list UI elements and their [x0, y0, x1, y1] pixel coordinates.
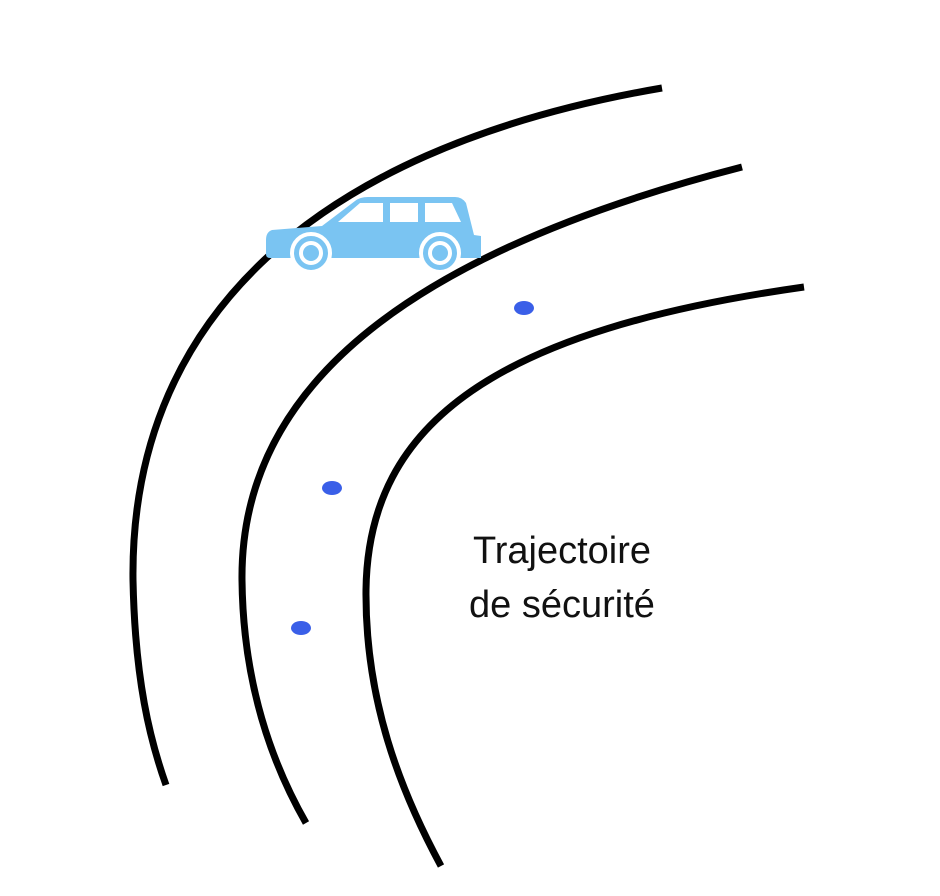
trajectory-dot	[322, 481, 342, 495]
trajectory-dot	[291, 621, 311, 635]
road-center-line	[238, 163, 743, 825]
road-outer-edge	[129, 84, 663, 787]
station-wagon-car-icon	[266, 197, 481, 274]
road-inner-edge	[362, 283, 805, 868]
trajectory-dot	[514, 301, 534, 315]
safety-trajectory-label-line2: de sécurité	[469, 584, 655, 626]
safety-trajectory-label-line1: Trajectoire	[473, 530, 651, 572]
